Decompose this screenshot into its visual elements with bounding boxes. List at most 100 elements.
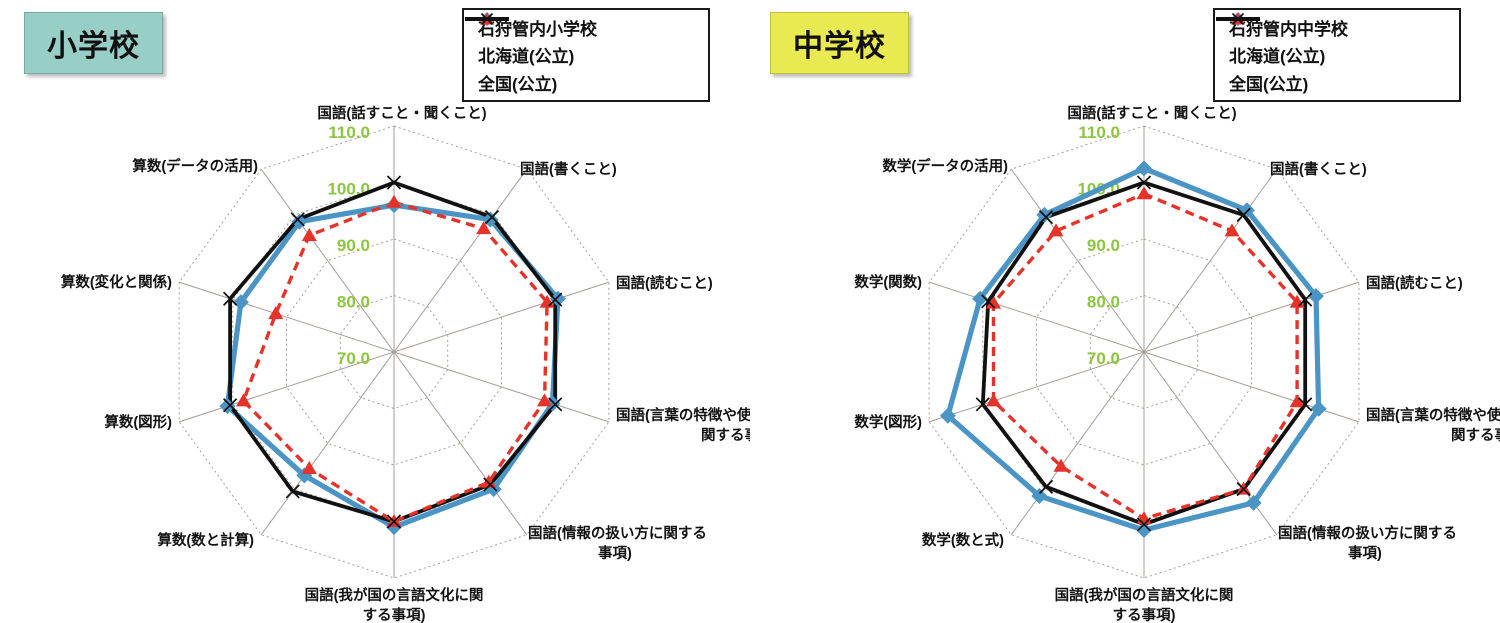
radar-category-label: 算数(数と計算) [157,531,254,549]
radar-spoke [178,281,395,353]
marker-x-national [981,294,996,309]
marker-x-national [223,291,238,306]
marker-triangle-hokkaido [1053,458,1069,472]
marker-diamond-ishikari [232,294,249,311]
radar-spoke [260,351,395,536]
marker-x-national [290,212,305,227]
radar-spoke [1010,351,1145,536]
radar-spoke [1143,281,1360,353]
marker-diamond-ishikari [1136,160,1152,177]
legend-x-icon [465,12,509,26]
radar-category-label: 国語(我が国の言語文化に関 [1055,586,1234,604]
radar-category-label: 数学(数と式) [922,531,1004,549]
marker-triangle-hokkaido [1289,394,1305,408]
elementary-title-badge: 小学校 [24,12,163,74]
marker-diamond-ishikari [544,395,561,412]
legend-item-national: 全国(公立) [1216,12,1459,95]
radar-spoke [393,168,528,353]
radar-tick-label: 70.0 [1087,349,1120,368]
legend-item-ishikari: 石狩管内中学校 [1216,12,1459,40]
radar-category-label: 国語(読むこと) [1366,274,1463,292]
marker-x-national [548,292,563,307]
radar-category-label: 事項) [1348,544,1382,562]
marker-x-national [386,514,402,529]
radar-spoke [928,351,1145,423]
marker-triangle-hokkaido [481,474,497,488]
marker-x-national [975,397,990,412]
marker-x-national [1298,397,1313,412]
radar-category-label: 算数(データの活用) [132,157,258,175]
marker-diamond-ishikari [219,398,236,415]
radar-grid-ring [1089,294,1199,410]
marker-diamond-ishikari [1307,288,1324,305]
radar-category-label: 国語(情報の扱い方に関する [528,524,707,542]
junior-high-title-badge: 中学校 [770,12,909,74]
radar-tick-label: 90.0 [1087,236,1120,255]
radar-tick-label: 80.0 [337,293,370,312]
radar-category-label: 国語(情報の扱い方に関する [1278,524,1457,542]
radar-category-label: する事項) [1113,606,1176,623]
radar-category-label: 算数(図形) [104,413,172,431]
marker-diamond-ishikari [1238,202,1255,219]
legend-label: 石狩管内小学校 [478,20,597,40]
marker-triangle-hokkaido [301,461,317,475]
marker-x-national [1038,479,1054,494]
elementary-radar-chart: 110.0100.090.080.070.0国語(話すこと・聞くこと)国語(書く… [61,104,750,623]
radar-grid-ring [286,238,502,466]
radar-category-label: 国語(言葉の特徴や使い方に [616,406,750,424]
marker-triangle-hokkaido [301,227,317,241]
radar-spoke [1143,168,1278,353]
marker-diamond-ishikari [1031,487,1048,504]
legend-item-ishikari: 石狩管内小学校 [465,12,708,40]
radar-tick-label: 80.0 [1087,293,1120,312]
marker-x-national [285,484,300,499]
radar-spoke [1010,168,1145,353]
marker-x-national [484,210,500,225]
marker-triangle-hokkaido [386,194,402,208]
series-line-hokkaido [991,192,1299,521]
radar-tick-label: 90.0 [337,236,370,255]
series-line-ishikari [945,165,1322,533]
radar-category-label: 国語(書くこと) [1270,160,1367,178]
marker-diamond-ishikari [972,290,989,307]
marker-x-national [548,397,563,412]
marker-triangle-hokkaido [536,393,552,407]
radar-category-label: 国語(話すこと・聞くこと) [317,104,486,122]
radar-category-label: 数学(図形) [854,413,922,431]
legend-item-hokkaido: 北海道(公立) [465,12,708,67]
radar-spoke [393,351,528,536]
marker-diamond-ishikari [549,290,566,307]
marker-triangle-hokkaido [1224,223,1240,237]
radar-category-label: 数学(データの活用) [882,157,1008,175]
radar-category-label: 国語(書くこと) [520,160,617,178]
marker-diamond-ishikari [1245,494,1262,511]
radar-category-label: 数学(関数) [854,273,922,291]
radar-spoke [260,168,395,353]
radar-category-label: 国語(言葉の特徴や使い方に [1366,406,1500,424]
radar-tick-label: 70.0 [337,349,370,368]
marker-diamond-ishikari [1136,521,1152,538]
radar-spoke [393,351,610,423]
legend-label: 北海道(公立) [478,47,575,67]
radar-category-label: 事項) [598,544,632,562]
marker-x-national [1298,292,1313,307]
marker-x-national [1236,482,1251,497]
radar-category-label: 算数(変化と関係) [61,273,172,291]
marker-x-national [1038,210,1054,225]
radar-spoke [928,281,1145,353]
marker-x-national [223,398,238,413]
legend-marker [1231,12,1245,26]
series-line-hokkaido [241,200,549,524]
radar-category-label: 国語(我が国の言語文化に関 [305,586,484,604]
radar-category-label: 国語(読むこと) [616,274,713,292]
junior-high-radar-chart: 110.0100.090.080.070.0国語(話すこと・聞くこと)国語(書く… [854,104,1500,623]
series-line-ishikari [224,202,561,530]
marker-x-national [386,175,402,190]
marker-diamond-ishikari [1310,400,1327,417]
marker-triangle-hokkaido [476,221,492,235]
legend-label: 石狩管内中学校 [1229,20,1348,40]
